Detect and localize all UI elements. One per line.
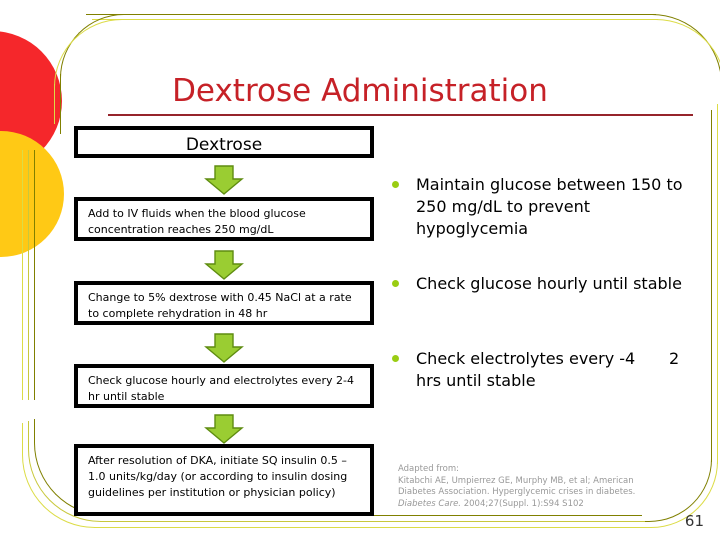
list-item: Check glucose hourly until stable [392,273,692,295]
flowchart-step-box-2: Change to 5% dextrose with 0.45 NaCl at … [74,281,374,325]
bullet-dot-icon [392,355,399,362]
citation-journal-name: Diabetes Care. [398,498,462,509]
flowchart-header-label: Dextrose [185,135,263,155]
frame-arc-top-left-1 [60,14,127,79]
flowchart-header-box: Dextrose [74,126,374,158]
frame-line-right-2 [711,110,712,462]
citation-block: Adapted from: Kitabchi AE, Umpierrez GE,… [398,464,678,510]
frame-line-top-1 [86,14,656,15]
citation-line-1: Adapted from: [398,464,459,474]
frame-line-left-2 [28,150,29,400]
list-item: Maintain glucose between 150 to 250 mg/d… [392,174,692,240]
flowchart-step-3-text: Check glucose hourly and electrolytes ev… [88,374,354,403]
title-underline-rule [108,114,693,116]
frame-line-right-1 [717,104,718,464]
list-item: Check electrolytes every -4 hrs until st… [392,348,644,392]
arrow-down-icon [204,414,244,444]
bullet-item-1-text: Maintain glucose between 150 to 250 mg/d… [416,175,683,238]
flowchart-step-2-text: Change to 5% dextrose with 0.45 NaCl at … [88,291,352,320]
orange-overlap-decoration [0,131,64,257]
bullet-dot-icon [392,181,399,188]
frame-line-bottom-2 [100,521,646,522]
frame-line-top-2 [92,19,658,20]
flowchart-step-1-text: Add to IV fluids when the blood glucose … [88,207,306,236]
arrow-down-icon [204,333,244,363]
citation-journal-detail: 2004;27(Suppl. 1):S94 S102 [461,498,584,509]
arrow-down-icon [204,250,244,280]
page-number: 61 [684,512,704,530]
arrow-down-icon [204,165,244,195]
flowchart-step-box-1: Add to IV fluids when the blood glucose … [74,197,374,241]
flowchart-step-box-3: Check glucose hourly and electrolytes ev… [74,364,374,408]
bullet-dot-icon [392,280,399,287]
citation-line-3: Diabetes Association. Hyperglycemic cris… [398,487,636,497]
citation-line-2: Kitabchi AE, Umpierrez GE, Murphy MB, et… [398,475,634,486]
yellow-circle-decoration [0,131,64,257]
flowchart-step-box-4: After resolution of DKA, initiate SQ ins… [74,444,374,516]
citation-line-4: Diabetes Care. 2004;27(Suppl. 1):S94 S10… [398,499,678,511]
page-title: Dextrose Administration [172,73,548,109]
bullet-item-2-text: Check glucose hourly until stable [416,274,682,293]
frame-line-left-1 [22,150,23,400]
bullet-item-3-text: Check electrolytes every -4 hrs until st… [416,349,636,390]
frame-line-bottom-1 [94,527,650,528]
flowchart-step-4-text: After resolution of DKA, initiate SQ ins… [88,454,348,499]
frame-line-left-3 [34,150,35,400]
bullet-item-3-trailing: 2 [669,349,680,368]
